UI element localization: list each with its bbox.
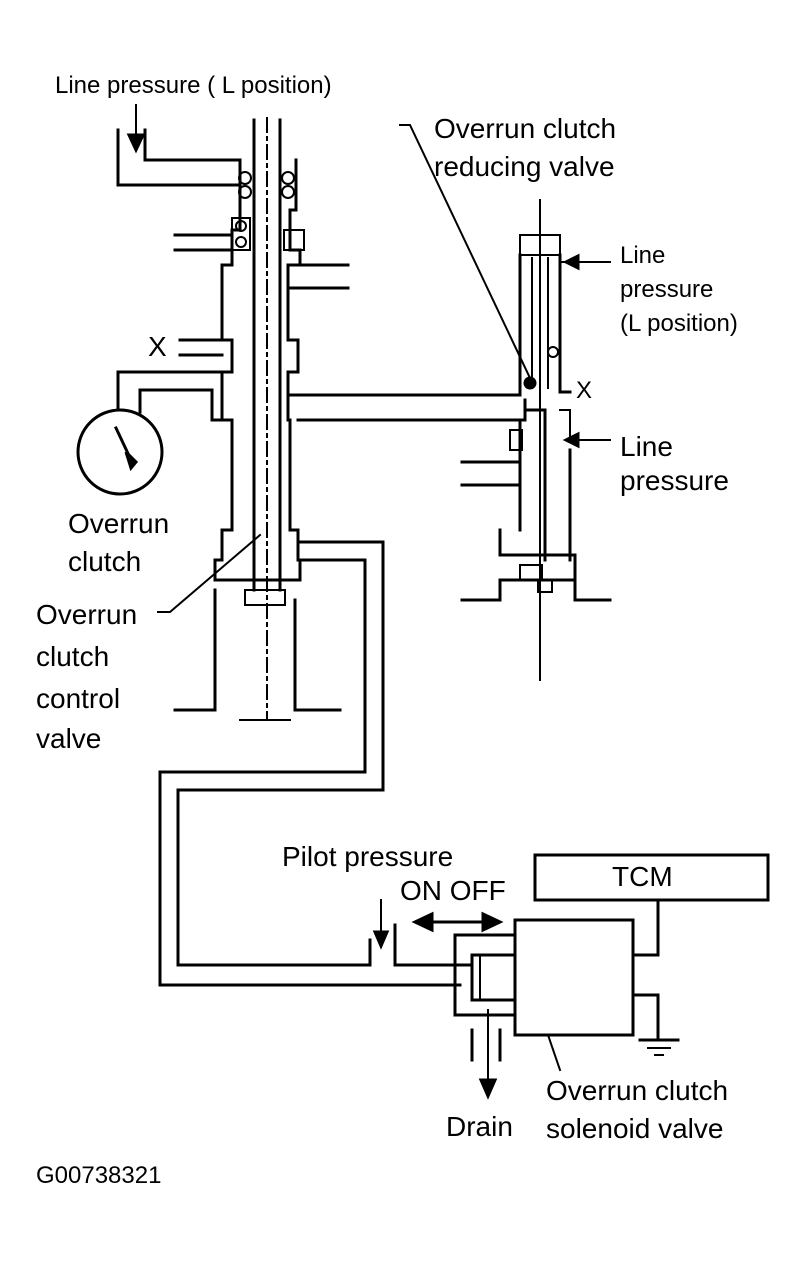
reducing-valve-label-line2: reducing valve <box>434 151 615 182</box>
on-off-label: ON OFF <box>400 875 506 906</box>
drain-label: Drain <box>446 1111 513 1142</box>
control-valve-label-line1: Overrun <box>36 599 138 630</box>
gauge-label-line2: clutch <box>68 546 142 577</box>
reducing-valve-leader <box>399 124 532 380</box>
pilot-line <box>158 540 462 987</box>
solenoid-valve <box>393 918 635 1100</box>
gauge-label-line1: Overrun <box>68 508 170 539</box>
line-pressure-l-position-label: Line pressure ( L position) <box>55 72 332 99</box>
pressure-gauge-icon <box>76 408 164 496</box>
tcm-box <box>533 853 770 1042</box>
reducing-valve-body <box>460 199 612 681</box>
line-pressure-lower-label-line2: pressure <box>620 465 729 496</box>
x-mark-right: X <box>576 377 593 404</box>
line-pressure-right-label-line3: (L position) <box>620 310 738 337</box>
line-pressure-right-label-line2: pressure <box>620 276 714 303</box>
control-valve-body <box>116 104 527 721</box>
ground-symbol-icon <box>638 1038 680 1056</box>
solenoid-valve-label-line1: Overrun clutch <box>546 1075 729 1106</box>
pilot-pressure-label: Pilot pressure <box>282 841 454 872</box>
control-valve-label-line2: clutch <box>36 641 110 672</box>
double-arrow-icon <box>411 911 504 933</box>
control-valve-label-line4: valve <box>36 723 102 754</box>
line-pressure-lower-label-line1: Line <box>620 431 673 462</box>
figure-code: G00738321 <box>36 1162 162 1189</box>
solenoid-valve-label-line2: solenoid valve <box>546 1113 724 1144</box>
line-pressure-right-label-line1: Line <box>620 242 666 269</box>
control-valve-leader <box>157 533 262 613</box>
control-valve-label-line3: control <box>36 683 121 714</box>
tcm-label: TCM <box>612 861 673 892</box>
x-mark-left: X <box>148 331 167 362</box>
reducing-valve-label-line1: Overrun clutch <box>434 113 617 144</box>
